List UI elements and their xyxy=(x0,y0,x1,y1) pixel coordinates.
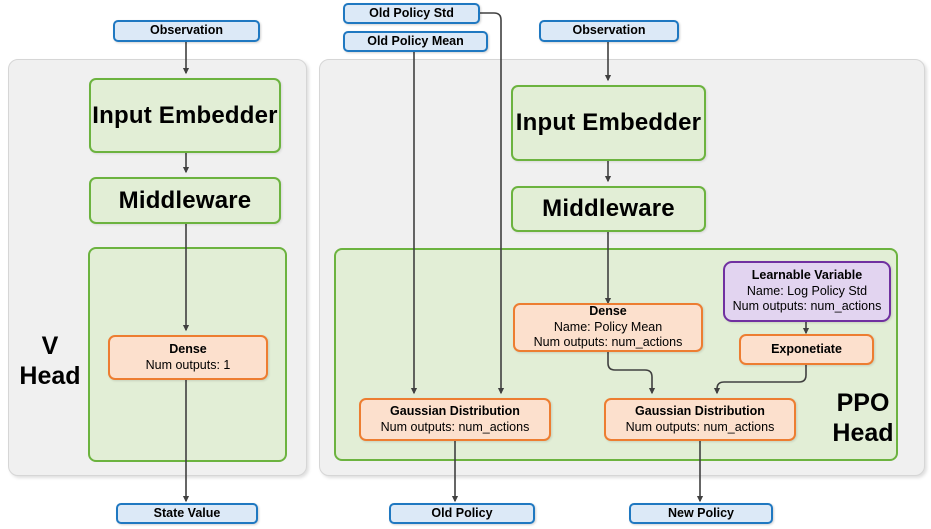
output-state-value[interactable]: State Value xyxy=(116,503,258,524)
input-observation-right[interactable]: Observation xyxy=(539,20,679,42)
v-head-input-embedder[interactable]: Input Embedder xyxy=(89,78,281,153)
gaussian-left-num-outputs: Num outputs: num_actions xyxy=(380,419,530,434)
gaussian-right-title: Gaussian Distribution xyxy=(635,403,765,418)
v-head-dense-title: Dense xyxy=(169,341,207,356)
output-new-policy-label: New Policy xyxy=(668,505,734,520)
v-head-input-embedder-label: Input Embedder xyxy=(92,101,278,129)
v-head-middleware[interactable]: Middleware xyxy=(89,177,281,224)
v-head-dense-num-outputs: Num outputs: 1 xyxy=(145,357,231,372)
input-observation-right-label: Observation xyxy=(572,23,646,38)
input-observation-left-label: Observation xyxy=(150,23,223,38)
ppo-head-input-embedder-label: Input Embedder xyxy=(515,109,702,136)
ppo-head-dense-num-outputs: Num outputs: num_actions xyxy=(533,335,683,350)
output-old-policy[interactable]: Old Policy xyxy=(389,503,535,524)
ppo-head-gaussian-distribution-new[interactable]: Gaussian Distribution Num outputs: num_a… xyxy=(604,398,796,441)
exponentiate-label: Exponetiate xyxy=(771,341,842,356)
input-old-policy-std[interactable]: Old Policy Std xyxy=(343,3,480,24)
ppo-head-dense-title: Dense xyxy=(589,304,627,319)
input-old-policy-std-label: Old Policy Std xyxy=(369,5,454,20)
ppo-head-exponentiate[interactable]: Exponetiate xyxy=(739,334,874,365)
ppo-head-label: PPO Head xyxy=(822,389,904,448)
ppo-head-dense-policy-mean[interactable]: Dense Name: Policy Mean Num outputs: num… xyxy=(513,303,703,352)
input-observation-left[interactable]: Observation xyxy=(113,20,260,42)
ppo-head-dense-name: Name: Policy Mean xyxy=(553,319,663,334)
gaussian-left-title: Gaussian Distribution xyxy=(390,403,520,418)
v-head-middleware-label: Middleware xyxy=(118,186,252,214)
output-state-value-label: State Value xyxy=(153,505,221,520)
v-head-label: V Head xyxy=(14,332,86,391)
gaussian-right-num-outputs: Num outputs: num_actions xyxy=(625,419,775,434)
v-head-label-line1: V xyxy=(41,332,59,360)
ppo-head-gaussian-distribution-old[interactable]: Gaussian Distribution Num outputs: num_a… xyxy=(359,398,551,441)
ppo-head-middleware-label: Middleware xyxy=(542,195,675,222)
output-new-policy[interactable]: New Policy xyxy=(629,503,773,524)
ppo-head-label-line1: PPO xyxy=(836,389,890,417)
learnable-variable-name: Name: Log Policy Std xyxy=(746,283,868,298)
learnable-variable-num-outputs: Num outputs: num_actions xyxy=(732,299,882,314)
ppo-head-middleware[interactable]: Middleware xyxy=(511,186,706,232)
ppo-head-label-line2: Head xyxy=(832,418,894,447)
ppo-head-learnable-variable[interactable]: Learnable Variable Name: Log Policy Std … xyxy=(723,261,891,322)
ppo-head-input-embedder[interactable]: Input Embedder xyxy=(511,85,706,161)
learnable-variable-title: Learnable Variable xyxy=(751,268,863,283)
output-old-policy-label: Old Policy xyxy=(431,505,493,520)
v-head-dense[interactable]: Dense Num outputs: 1 xyxy=(108,335,268,380)
input-old-policy-mean-label: Old Policy Mean xyxy=(367,33,464,48)
v-head-label-line2: Head xyxy=(19,361,81,390)
input-old-policy-mean[interactable]: Old Policy Mean xyxy=(343,31,488,52)
